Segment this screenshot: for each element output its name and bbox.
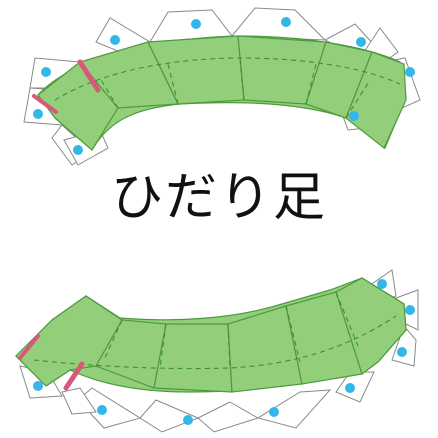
glue-tab <box>256 389 332 429</box>
glue-dot <box>33 381 43 391</box>
glue-tab <box>139 399 200 433</box>
glue-tab <box>335 371 375 403</box>
fold-line <box>99 77 119 109</box>
cut-mark <box>63 361 85 391</box>
glue-dot <box>377 279 387 289</box>
glue-tab <box>391 325 417 367</box>
glue-dot <box>97 405 107 415</box>
glue-dot <box>345 383 355 393</box>
glue-dot <box>405 67 415 77</box>
fold-line <box>159 323 167 369</box>
glue-dot <box>281 17 291 27</box>
part-title: ひだり足 <box>110 168 327 228</box>
glue-dot <box>356 37 366 47</box>
glue-dot <box>191 19 201 29</box>
glue-dot <box>397 347 407 357</box>
fold-line <box>335 291 359 347</box>
glue-tab <box>197 401 260 433</box>
lower-leg-strip <box>15 269 419 433</box>
glue-dot <box>269 407 279 417</box>
glue-tab <box>230 7 327 41</box>
fold-line <box>285 305 301 363</box>
glue-dot <box>33 109 43 119</box>
cut-mark <box>32 94 58 114</box>
fold-line <box>103 319 123 361</box>
glue-tab <box>61 387 97 415</box>
fold-line <box>239 57 245 101</box>
fold-line <box>305 63 317 105</box>
panel <box>153 323 233 393</box>
fold-line <box>227 323 231 369</box>
glue-dot <box>41 67 51 77</box>
cut-mark <box>77 59 101 93</box>
panel <box>345 51 407 149</box>
fold-line <box>345 79 371 119</box>
glue-dot <box>73 145 83 155</box>
glue-dot <box>183 415 193 425</box>
fold-line <box>54 57 401 101</box>
fold-line <box>33 315 397 370</box>
fold-line <box>167 63 179 105</box>
cut-mark <box>18 334 40 360</box>
glue-dot <box>110 35 120 45</box>
glue-dot <box>349 111 359 121</box>
glue-dot <box>405 305 415 315</box>
upper-leg-strip <box>23 7 421 166</box>
panel <box>335 277 407 375</box>
